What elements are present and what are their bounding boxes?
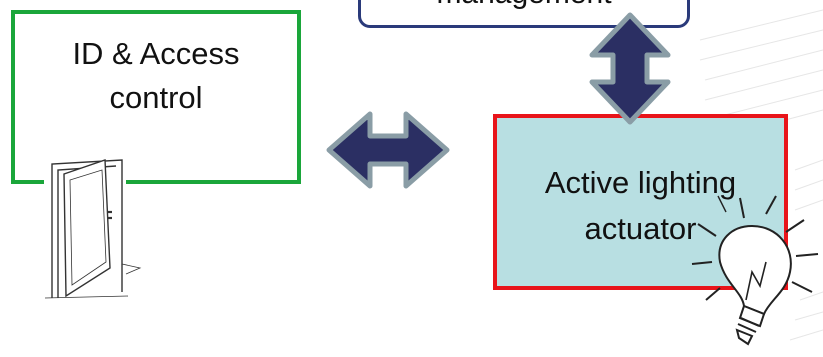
id-access-label-line1: ID & Access	[72, 36, 240, 71]
light-bulb-icon	[691, 195, 819, 346]
vertical-double-arrow	[589, 12, 671, 125]
id-access-label-line2: control	[109, 80, 203, 115]
active-lighting-label: Active lighting actuator	[511, 160, 771, 252]
door-icon	[44, 159, 142, 300]
id-access-control-box: ID & Access control	[11, 10, 301, 184]
management-label: management	[436, 0, 611, 11]
active-lighting-label-line1: Active lighting	[544, 165, 737, 200]
id-access-control-label: ID & Access control	[26, 32, 286, 120]
horizontal-double-arrow	[326, 111, 450, 189]
active-lighting-label-line2: actuator	[584, 211, 697, 246]
